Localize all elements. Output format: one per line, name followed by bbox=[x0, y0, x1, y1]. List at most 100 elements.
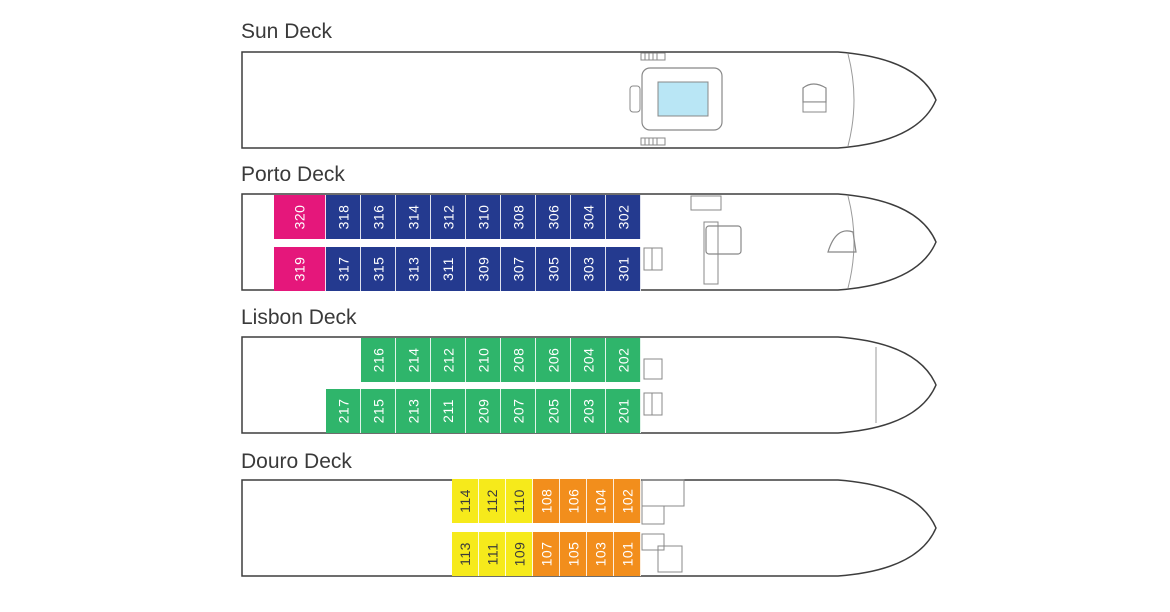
cabin-217[interactable]: 217 bbox=[326, 389, 361, 433]
wheelhouse-icon bbox=[802, 83, 827, 103]
cabin-301[interactable]: 301 bbox=[606, 247, 641, 291]
cabin-306[interactable]: 306 bbox=[536, 195, 571, 239]
cabin-number: 106 bbox=[564, 488, 581, 514]
cabin-114[interactable]: 114 bbox=[452, 479, 479, 523]
cabin-113[interactable]: 113 bbox=[452, 532, 479, 576]
cabin-313[interactable]: 313 bbox=[396, 247, 431, 291]
cabin-number: 201 bbox=[614, 398, 631, 424]
cabin-number: 101 bbox=[618, 541, 635, 567]
cabin-308[interactable]: 308 bbox=[501, 195, 536, 239]
reception-icon bbox=[705, 225, 742, 255]
cabin-number: 213 bbox=[404, 398, 421, 424]
cabin-number: 317 bbox=[334, 256, 351, 282]
cabin-312[interactable]: 312 bbox=[431, 195, 466, 239]
cabin-320[interactable]: 320 bbox=[274, 195, 326, 239]
pool-icon bbox=[657, 81, 709, 117]
cabin-317[interactable]: 317 bbox=[326, 247, 361, 291]
cabin-number: 301 bbox=[614, 256, 631, 282]
cabin-314[interactable]: 314 bbox=[396, 195, 431, 239]
cabin-105[interactable]: 105 bbox=[560, 532, 587, 576]
cabin-number: 303 bbox=[579, 256, 596, 282]
cabin-303[interactable]: 303 bbox=[571, 247, 606, 291]
cabin-216[interactable]: 216 bbox=[361, 338, 396, 382]
cabin-number: 312 bbox=[439, 204, 456, 230]
cabin-number: 306 bbox=[544, 204, 561, 230]
cabin-315[interactable]: 315 bbox=[361, 247, 396, 291]
cabin-112[interactable]: 112 bbox=[479, 479, 506, 523]
cabin-number: 307 bbox=[509, 256, 526, 282]
ship-outline bbox=[241, 479, 937, 577]
cabin-number: 309 bbox=[474, 256, 491, 282]
cabin-310[interactable]: 310 bbox=[466, 195, 501, 239]
cabin-202[interactable]: 202 bbox=[606, 338, 641, 382]
cabin-304[interactable]: 304 bbox=[571, 195, 606, 239]
cabin-number: 320 bbox=[291, 204, 308, 230]
cabin-number: 211 bbox=[439, 399, 456, 423]
cabin-206[interactable]: 206 bbox=[536, 338, 571, 382]
cabin-number: 202 bbox=[614, 347, 631, 373]
cabin-number: 110 bbox=[510, 489, 527, 513]
cabin-309[interactable]: 309 bbox=[466, 247, 501, 291]
cabin-316[interactable]: 316 bbox=[361, 195, 396, 239]
cabin-311[interactable]: 311 bbox=[431, 247, 466, 291]
cabin-number: 109 bbox=[510, 541, 527, 567]
cabin-number: 108 bbox=[537, 488, 554, 514]
deck-title-porto: Porto Deck bbox=[241, 163, 345, 186]
cabin-number: 205 bbox=[544, 398, 561, 424]
cabin-110[interactable]: 110 bbox=[506, 479, 533, 523]
cabin-108[interactable]: 108 bbox=[533, 479, 560, 523]
cabin-number: 107 bbox=[537, 541, 554, 567]
cabin-307[interactable]: 307 bbox=[501, 247, 536, 291]
cabin-number: 304 bbox=[579, 204, 596, 230]
cabin-number: 114 bbox=[456, 489, 473, 513]
cabin-106[interactable]: 106 bbox=[560, 479, 587, 523]
cabin-number: 203 bbox=[579, 398, 596, 424]
cabin-204[interactable]: 204 bbox=[571, 338, 606, 382]
porto-deck-hull: 320 318 316 314 312 310 308 306 304 302 319 317 315… bbox=[238, 192, 940, 294]
cabin-213[interactable]: 213 bbox=[396, 389, 431, 433]
cabin-209[interactable]: 209 bbox=[466, 389, 501, 433]
cabin-305[interactable]: 305 bbox=[536, 247, 571, 291]
cabin-104[interactable]: 104 bbox=[587, 479, 614, 523]
cabin-102[interactable]: 102 bbox=[614, 479, 641, 523]
cabin-318[interactable]: 318 bbox=[326, 195, 361, 239]
cabin-number: 104 bbox=[591, 488, 608, 514]
cabin-210[interactable]: 210 bbox=[466, 338, 501, 382]
cabin-208[interactable]: 208 bbox=[501, 338, 536, 382]
cabin-number: 208 bbox=[509, 347, 526, 373]
cabin-number: 105 bbox=[564, 541, 581, 567]
cabin-number: 310 bbox=[474, 204, 491, 230]
cabin-number: 212 bbox=[439, 347, 456, 373]
cabin-103[interactable]: 103 bbox=[587, 532, 614, 576]
deck-title-douro: Douro Deck bbox=[241, 450, 352, 473]
cabin-number: 113 bbox=[456, 542, 473, 566]
cabin-302[interactable]: 302 bbox=[606, 195, 641, 239]
cabin-212[interactable]: 212 bbox=[431, 338, 466, 382]
cabin-107[interactable]: 107 bbox=[533, 532, 560, 576]
cabin-207[interactable]: 207 bbox=[501, 389, 536, 433]
cabin-number: 314 bbox=[404, 204, 421, 230]
cabin-number: 207 bbox=[509, 398, 526, 424]
cabin-111[interactable]: 111 bbox=[479, 532, 506, 576]
cabin-201[interactable]: 201 bbox=[606, 389, 641, 433]
sun-deck-hull bbox=[238, 50, 940, 152]
cabin-number: 305 bbox=[544, 256, 561, 282]
cabin-number: 209 bbox=[474, 398, 491, 424]
lisbon-deck-hull: 216 214 212 210 208 206 204 202 217 215 213 211 209… bbox=[238, 335, 940, 437]
cabin-number: 311 bbox=[439, 257, 456, 281]
cabin-214[interactable]: 214 bbox=[396, 338, 431, 382]
cabin-number: 216 bbox=[369, 347, 386, 373]
cabin-number: 315 bbox=[369, 256, 386, 282]
cabin-number: 215 bbox=[369, 398, 386, 424]
cabin-211[interactable]: 211 bbox=[431, 389, 466, 433]
cabin-number: 204 bbox=[579, 347, 596, 373]
cabin-101[interactable]: 101 bbox=[614, 532, 641, 576]
cabin-205[interactable]: 205 bbox=[536, 389, 571, 433]
cabin-203[interactable]: 203 bbox=[571, 389, 606, 433]
cabin-number: 316 bbox=[369, 204, 386, 230]
cabin-109[interactable]: 109 bbox=[506, 532, 533, 576]
cabin-319[interactable]: 319 bbox=[274, 247, 326, 291]
cabin-215[interactable]: 215 bbox=[361, 389, 396, 433]
cabin-number: 214 bbox=[404, 347, 421, 373]
